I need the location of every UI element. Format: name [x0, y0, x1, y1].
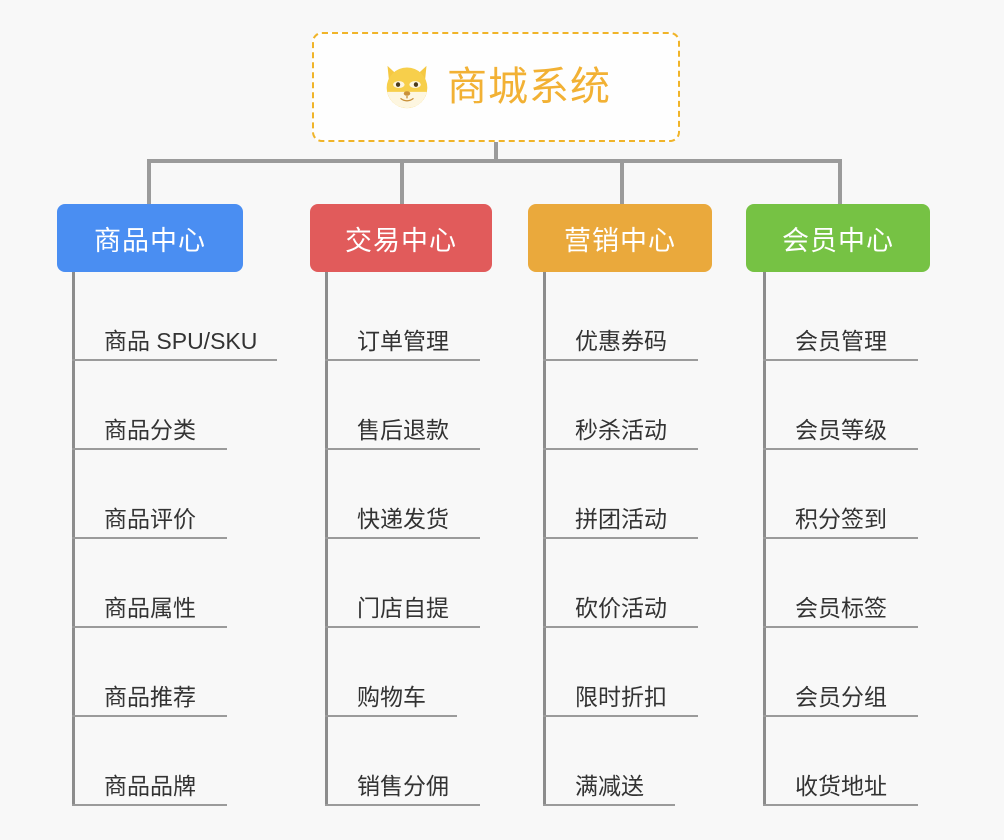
leaf-node[interactable]: 商品推荐: [72, 628, 257, 717]
connector-leaf-trunk-3: [543, 272, 546, 806]
leaf-node[interactable]: 秒杀活动: [543, 361, 698, 450]
leaf-node-label: 会员分组: [795, 684, 887, 711]
leaf-node[interactable]: 商品分类: [72, 361, 257, 450]
leaf-node-underline: [72, 804, 227, 806]
leaf-node-label: 砍价活动: [575, 595, 667, 622]
leaf-node[interactable]: 拼团活动: [543, 450, 698, 539]
leaf-column-4: 会员管理会员等级积分签到会员标签会员分组收货地址: [763, 272, 918, 806]
leaf-node-underline: [325, 715, 457, 717]
root-node-shop-system[interactable]: 商城系统: [312, 32, 680, 142]
branch-node-label: 交易中心: [345, 225, 457, 256]
leaf-node-label: 门店自提: [357, 595, 449, 622]
leaf-node-label: 会员标签: [795, 595, 887, 622]
connector-leaf-trunk-4: [763, 272, 766, 806]
leaf-node-label: 会员管理: [795, 328, 887, 355]
leaf-node-underline: [325, 626, 480, 628]
leaf-node[interactable]: 订单管理: [325, 272, 480, 361]
leaf-node-label: 商品分类: [104, 417, 196, 444]
leaf-node-underline: [763, 715, 918, 717]
leaf-node-label: 满减送: [575, 773, 644, 800]
leaf-node[interactable]: 满减送: [543, 717, 675, 806]
leaf-node-label: 购物车: [357, 684, 426, 711]
leaf-node[interactable]: 积分签到: [763, 450, 918, 539]
leaf-node-label: 秒杀活动: [575, 417, 667, 444]
leaf-node[interactable]: 销售分佣: [325, 717, 480, 806]
leaf-node[interactable]: 会员等级: [763, 361, 918, 450]
leaf-node-underline: [543, 448, 698, 450]
leaf-node-underline: [543, 359, 698, 361]
leaf-node[interactable]: 商品品牌: [72, 717, 257, 806]
connector-leaf-trunk-1: [72, 272, 75, 806]
leaf-node-underline: [325, 359, 480, 361]
leaf-node-label: 商品 SPU/SKU: [104, 328, 258, 355]
leaf-node-label: 商品推荐: [104, 684, 196, 711]
leaf-node-label: 积分签到: [795, 506, 887, 533]
leaf-node[interactable]: 商品 SPU/SKU: [72, 272, 277, 361]
shiba-dog-face-icon: [386, 65, 428, 109]
leaf-node-label: 快递发货: [357, 506, 449, 533]
branch-node-label: 营销中心: [564, 225, 676, 256]
leaf-node-label: 销售分佣: [357, 773, 449, 800]
leaf-node[interactable]: 限时折扣: [543, 628, 698, 717]
branch-node-label: 商品中心: [94, 225, 206, 256]
leaf-node-underline: [72, 448, 227, 450]
leaf-node-label: 会员等级: [795, 417, 887, 444]
leaf-node-label: 商品评价: [104, 506, 196, 533]
leaf-node[interactable]: 商品属性: [72, 539, 257, 628]
leaf-node[interactable]: 购物车: [325, 628, 457, 717]
leaf-node-underline: [72, 537, 227, 539]
leaf-node-underline: [763, 359, 918, 361]
leaf-node[interactable]: 收货地址: [763, 717, 918, 806]
leaf-node[interactable]: 门店自提: [325, 539, 480, 628]
branch-node-3[interactable]: 营销中心: [528, 204, 712, 272]
leaf-node-underline: [763, 626, 918, 628]
branch-node-label: 会员中心: [782, 225, 894, 256]
leaf-node[interactable]: 售后退款: [325, 361, 480, 450]
leaf-node-underline: [763, 804, 918, 806]
leaf-node-label: 售后退款: [357, 417, 449, 444]
leaf-node-underline: [763, 448, 918, 450]
branch-node-1[interactable]: 商品中心: [57, 204, 243, 272]
leaf-node-label: 优惠券码: [575, 328, 667, 355]
leaf-node[interactable]: 优惠券码: [543, 272, 698, 361]
connector-horizontal-bus: [147, 159, 841, 163]
root-node-title: 商城系统: [447, 65, 611, 109]
leaf-node-label: 拼团活动: [575, 506, 667, 533]
leaf-node-underline: [543, 626, 698, 628]
leaf-node-label: 商品属性: [104, 595, 196, 622]
leaf-node[interactable]: 会员管理: [763, 272, 918, 361]
branch-node-2[interactable]: 交易中心: [310, 204, 492, 272]
leaf-column-2: 订单管理售后退款快递发货门店自提购物车销售分佣: [325, 272, 480, 806]
leaf-node-label: 收货地址: [795, 773, 887, 800]
leaf-node-label: 商品品牌: [104, 773, 196, 800]
leaf-node-underline: [543, 537, 698, 539]
leaf-node[interactable]: 砍价活动: [543, 539, 698, 628]
leaf-node-underline: [72, 626, 227, 628]
leaf-node-underline: [543, 804, 675, 806]
leaf-column-1: 商品 SPU/SKU 商品分类商品评价商品属性商品推荐商品品牌: [72, 272, 277, 806]
connector-drop-1: [147, 159, 151, 204]
connector-drop-4: [838, 159, 842, 204]
leaf-node-underline: [543, 715, 698, 717]
leaf-node-underline: [72, 359, 277, 361]
leaf-node[interactable]: 快递发货: [325, 450, 480, 539]
connector-leaf-trunk-2: [325, 272, 328, 806]
leaf-node-underline: [325, 537, 480, 539]
leaf-node-label: 订单管理: [357, 328, 449, 355]
leaf-node-underline: [763, 537, 918, 539]
branch-node-4[interactable]: 会员中心: [746, 204, 930, 272]
leaf-node-underline: [325, 448, 480, 450]
leaf-node-label: 限时折扣: [575, 684, 667, 711]
connector-drop-3: [620, 159, 624, 204]
leaf-node-underline: [325, 804, 480, 806]
connector-drop-2: [400, 159, 404, 204]
leaf-node[interactable]: 商品评价: [72, 450, 257, 539]
connector-root-stem: [494, 142, 498, 162]
leaf-node[interactable]: 会员标签: [763, 539, 918, 628]
leaf-node-underline: [72, 715, 227, 717]
leaf-column-3: 优惠券码秒杀活动拼团活动砍价活动限时折扣满减送: [543, 272, 698, 806]
leaf-node[interactable]: 会员分组: [763, 628, 918, 717]
